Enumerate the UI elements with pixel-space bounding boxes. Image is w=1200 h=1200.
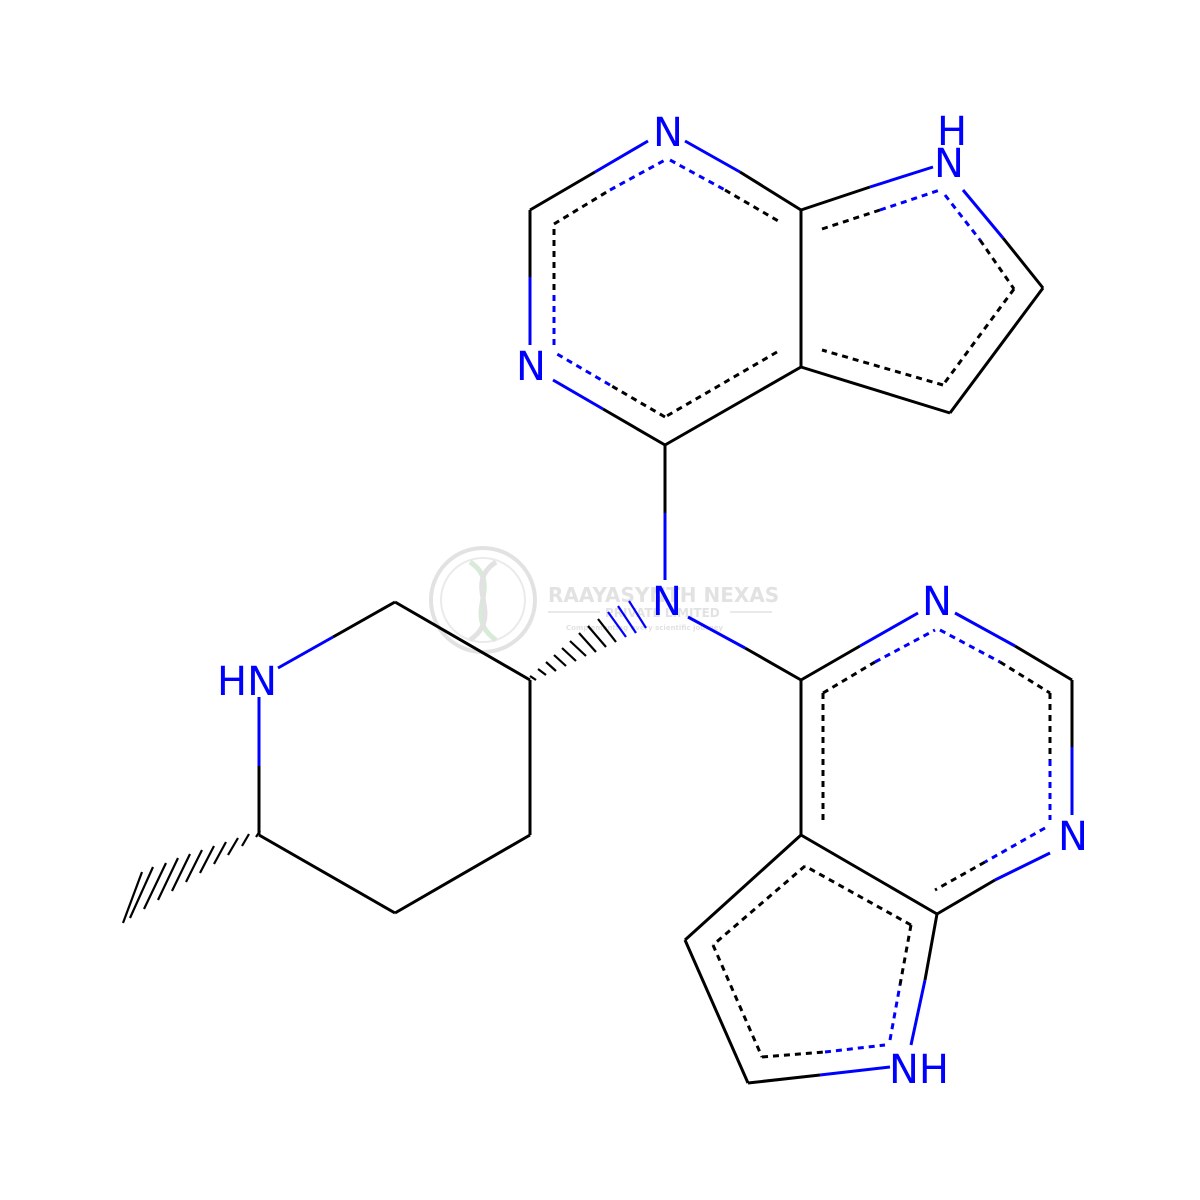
- watermark: RAAYASYNTH NEXAS PRIVATE LIMITED Complem…: [429, 546, 779, 654]
- atom-hn-piperidine: HN: [217, 659, 277, 705]
- hashed-wedge-methyl: [121, 830, 261, 924]
- atom-h-top: H: [937, 109, 967, 155]
- bottom-pyrrolopyrimidine: [683, 611, 1074, 1085]
- atom-n-right-top: N: [922, 579, 952, 625]
- hashed-wedge-to-center-n: [529, 600, 647, 681]
- top-pyrrolopyrimidine: [528, 139, 1045, 447]
- atom-n-right: N: [1058, 814, 1088, 860]
- atom-n-top: N: [653, 110, 683, 156]
- piperidine-ring: [257, 600, 532, 915]
- atom-n-top-nh: N: [934, 141, 964, 187]
- watermark-company: RAAYASYNTH NEXAS: [548, 583, 779, 607]
- atom-n-left: N: [516, 344, 546, 390]
- atom-n-center: N: [652, 579, 682, 625]
- atom-nh-bottom: NH: [889, 1047, 949, 1093]
